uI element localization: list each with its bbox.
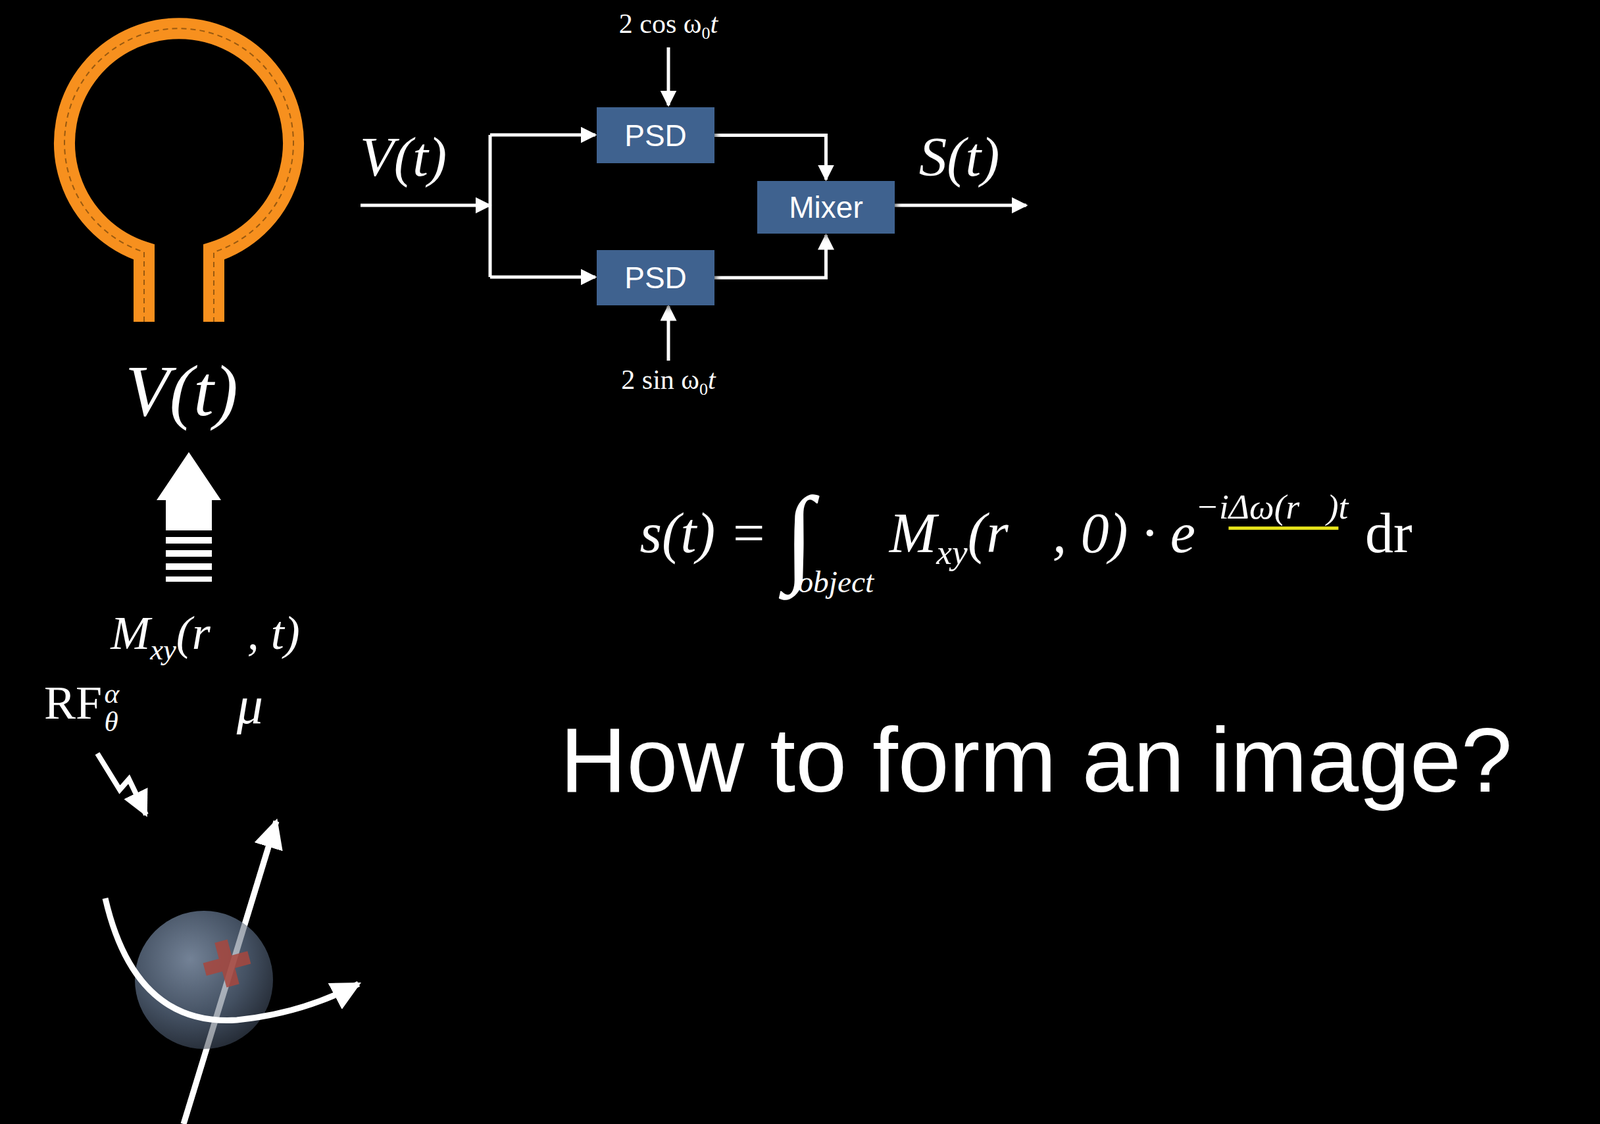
math-label: α (103, 678, 120, 708)
math-label: θ (103, 707, 120, 737)
signal-arrow (156, 451, 222, 582)
formula: μ⃗ (236, 673, 304, 737)
rf-pulse-arrow (97, 753, 147, 815)
math-label: 2 cos ω (619, 8, 702, 39)
math-label: Δω(r⃗) (1228, 486, 1339, 530)
coil-dash (64, 28, 294, 322)
math-label: S(t) (919, 125, 1000, 188)
math-label: s(t) = (639, 501, 768, 565)
math-label: 2 sin ω (621, 364, 700, 395)
math-label: M (110, 606, 150, 660)
math-label: t (707, 364, 716, 395)
formula: V(t) (125, 347, 238, 435)
box-label: PSD (624, 117, 687, 154)
math-label: object (797, 563, 874, 601)
process-box: PSD (596, 107, 715, 164)
math-label: M (889, 501, 937, 565)
proton-sphere (134, 910, 274, 1049)
math-label: (r⃗, 0) · e (967, 501, 1196, 565)
exponent: −iΔω(r⃗)t (1195, 489, 1349, 525)
signal-wire (360, 47, 1027, 361)
receive-coil (64, 28, 294, 322)
math-label: 0 (699, 379, 708, 399)
formula: Mxy(r⃗, t) (110, 604, 300, 668)
math-label: RF (44, 676, 102, 729)
spin-axis-inner (183, 821, 277, 1124)
script-stack: αθ (103, 678, 120, 736)
process-box: PSD (596, 250, 715, 306)
formula: 2 sin ω0t (621, 363, 716, 400)
formula: S(t) (919, 123, 1000, 191)
math-label: −i (1195, 486, 1229, 527)
math-label: t (709, 8, 718, 39)
math-label: xy (150, 632, 177, 666)
math-label: V(t) (125, 350, 238, 431)
math-label: μ⃗ (236, 676, 304, 735)
formula: s(t) =∫objectMxy(r⃗, 0) · e−iΔω(r⃗)tdr⃗ (639, 470, 1456, 601)
math-label: dr⃗ (1365, 501, 1457, 565)
proton-charge (203, 939, 252, 988)
process-box: Mixer (757, 180, 895, 234)
signal-connector (714, 234, 827, 278)
box-label: PSD (624, 259, 687, 296)
formula: V(t) (359, 123, 447, 191)
math-label: (r⃗, t) (176, 606, 300, 660)
math-label: xy (936, 532, 968, 572)
precession-arrow (105, 898, 359, 1020)
math-label: t (1338, 486, 1349, 527)
formula: RFαθ (44, 674, 120, 737)
formula: 2 cos ω0t (619, 7, 718, 44)
math-label: V(t) (359, 125, 447, 188)
slide-title: How to form an image? (559, 706, 1512, 814)
signal-connector (714, 135, 827, 181)
math-label: 0 (701, 23, 710, 43)
box-label: Mixer (788, 189, 863, 225)
